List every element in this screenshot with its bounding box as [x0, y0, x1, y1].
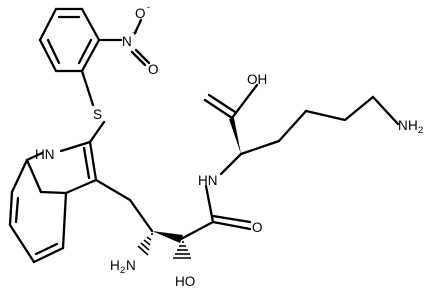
sulfur-label: S [93, 107, 102, 122]
amide-nh-label: HN [198, 173, 218, 188]
nitro-plus-label: + [132, 28, 137, 38]
amine-h-label: H [110, 258, 120, 273]
hydroxyl-label: HO [175, 274, 195, 289]
indole-nh-label: HN [35, 147, 55, 162]
nitro-o-top-label: O [135, 6, 146, 21]
thioether-linker [80, 69, 106, 144]
lysine-sub-label: 2 [418, 125, 423, 136]
hydroxyl-hash-bond [173, 241, 191, 259]
indole-ring [8, 140, 98, 264]
nitro-o-side-label: O [148, 62, 159, 77]
nitro-group [97, 18, 151, 67]
nitrophenyl-ring [38, 7, 101, 73]
amide-o-label: O [252, 220, 263, 235]
amine-hash-bond [137, 233, 153, 256]
lysine-n-label: N [398, 118, 408, 133]
lysine-h-label: H [408, 118, 418, 133]
lysine-backbone [203, 83, 400, 176]
side-chain [94, 178, 252, 243]
nitro-n-label: N [122, 34, 132, 49]
atom-labels: N + O - O S HN OH HN O H 2 N HO N H 2 [35, 2, 423, 289]
amine-n-label: N [126, 258, 136, 273]
nitro-minus-label: - [147, 2, 150, 12]
acid-oh-label: OH [247, 72, 267, 87]
amine-sub-label: 2 [120, 265, 125, 276]
